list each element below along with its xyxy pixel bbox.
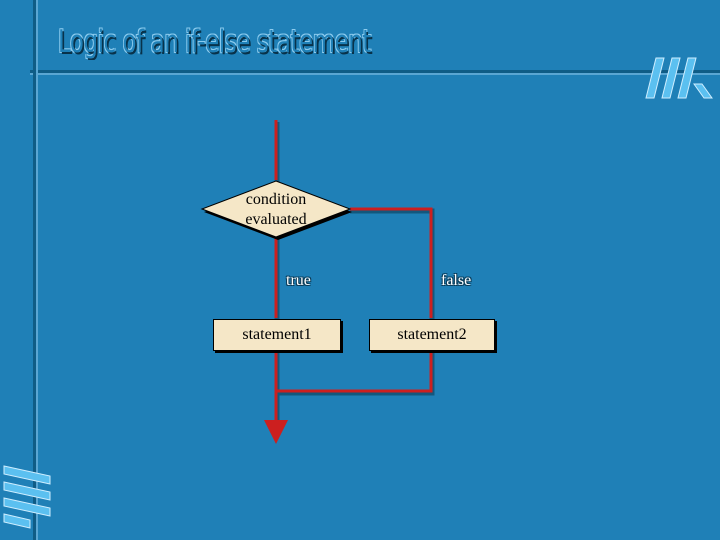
condition-line-2: evaluated (245, 211, 307, 228)
true-label: true (286, 272, 311, 289)
condition-line-1: condition (245, 191, 307, 208)
frame-vertical-highlight (36, 0, 38, 540)
false-branch-line (350, 207, 433, 318)
condition-diamond (200, 180, 352, 238)
frame-horizontal-highlight (30, 73, 720, 75)
merge-line (276, 350, 433, 393)
statement2-box: statement2 (369, 319, 495, 351)
slide-title: Logic of an if-else statement (58, 24, 371, 60)
flow-lines (264, 120, 433, 444)
false-label: false (441, 272, 472, 289)
frame-horizontal-rule (30, 70, 720, 73)
slash-decoration-icon (645, 57, 713, 99)
condition-label: condition evaluated (214, 190, 338, 230)
frame-vertical-rule (33, 0, 36, 540)
statement1-box: statement1 (213, 319, 341, 351)
slash-decoration-bottom-icon (3, 465, 51, 529)
